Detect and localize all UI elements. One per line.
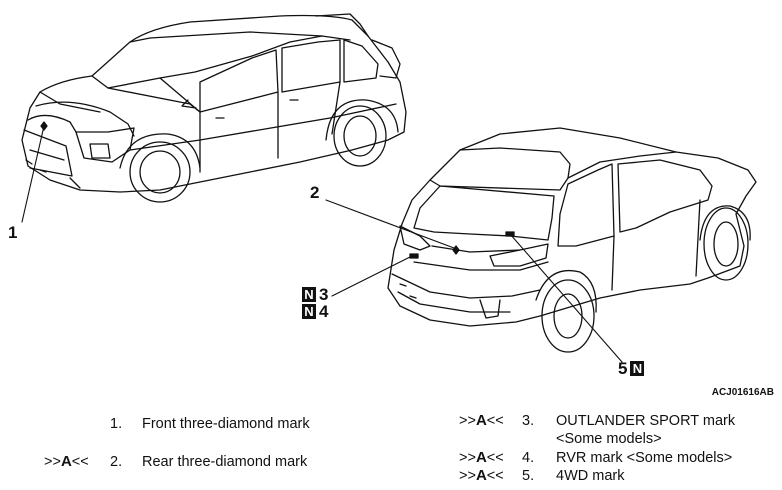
leader-line-1 [21,125,45,223]
leader-line-5 [509,233,623,363]
new-badge: N [302,287,316,302]
new-badge: N [630,361,645,376]
legend-number: 1. [110,416,123,432]
legend-number: 5. [522,468,535,484]
drawing-code: ACJ01616AB [711,387,774,398]
legend-text: RVR mark <Some models> [556,450,733,466]
reference-mark: >>A<< [44,453,89,470]
reference-mark: >>A<< [459,412,504,429]
callout-2: 2 [310,183,320,202]
reference-mark: >>A<< [459,449,504,466]
leader-lines [21,125,623,363]
legend-number: 4. [522,450,535,466]
callout-1: 1 [8,223,18,242]
leader-line-3 [331,255,413,297]
legend-number: 2. [110,454,123,470]
rear-vehicle-drawing [387,127,757,353]
legend-text-note: <Some models> [556,431,662,447]
vehicle-line-drawing [21,13,757,363]
legend-text: OUTLANDER SPORT mark [556,413,736,429]
legend-text: 4WD mark [556,468,625,484]
reference-mark: >>A<< [459,467,504,484]
front-vehicle-drawing [21,13,407,203]
leader-line-2 [325,199,455,249]
legend-text: Front three-diamond mark [142,416,310,432]
new-badge: N [302,304,316,319]
legend-number: 3. [522,413,535,429]
legend-text: Rear three-diamond mark [142,454,308,470]
